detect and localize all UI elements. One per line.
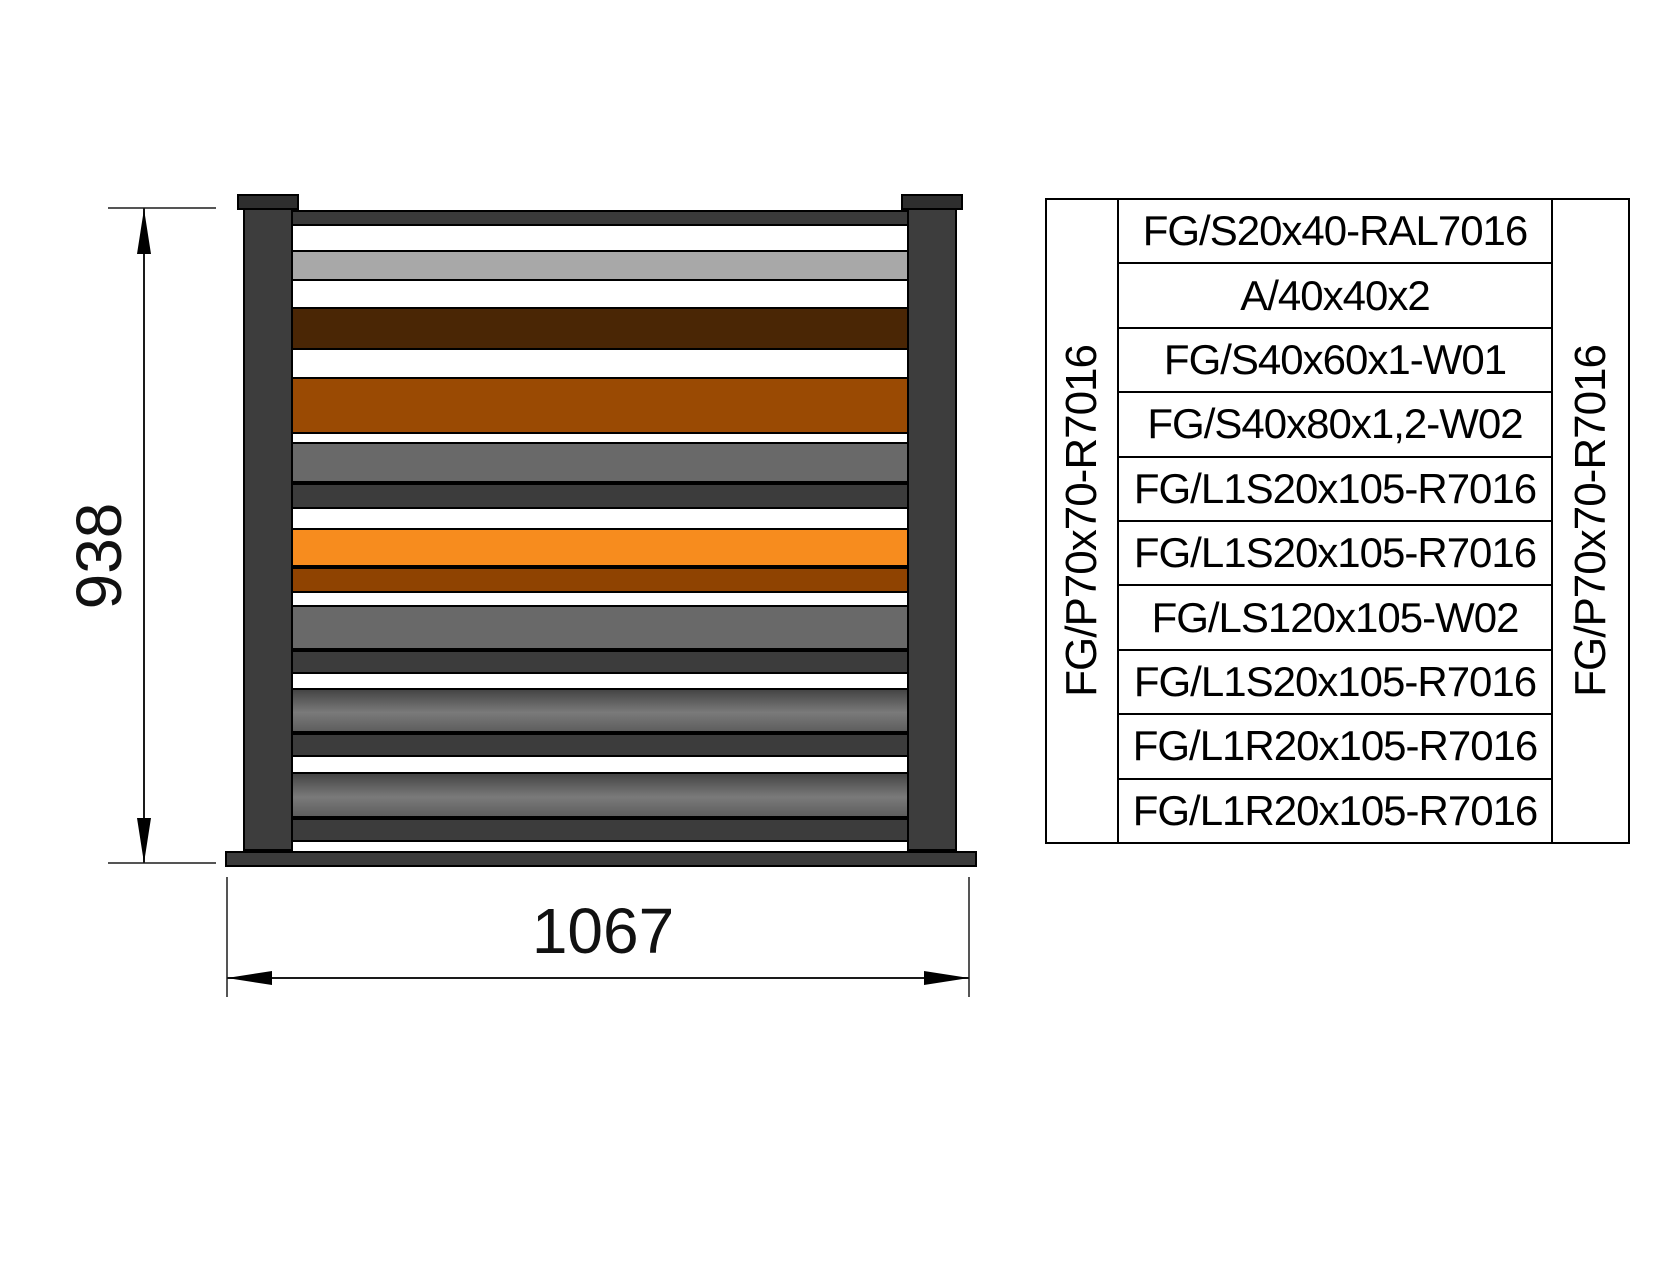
- fence-post-right: [907, 196, 957, 851]
- rust-brown-slat: [291, 377, 909, 434]
- fence-post-left: [243, 196, 293, 851]
- extension-line-top: [108, 207, 216, 209]
- dark-brown-slat: [291, 307, 909, 350]
- extension-line-left: [226, 877, 228, 997]
- dark-gray-slat: [291, 650, 909, 674]
- part-code: FG/L1S20x105-R7016: [1133, 464, 1537, 512]
- orange-slat: [291, 528, 909, 567]
- table-row: FG/L1S20x105-R7016: [1119, 522, 1551, 587]
- height-dimension-label: 938: [63, 502, 135, 610]
- table-row: FG/S40x60x1-W01: [1119, 329, 1551, 394]
- part-code: FG/S20x40-RAL7016: [1142, 207, 1529, 255]
- table-row: FG/L1R20x105-R7016: [1119, 715, 1551, 780]
- dark-rust-slat: [291, 567, 909, 593]
- dark-gray-slat: [291, 483, 909, 509]
- table-row: FG/L1R20x105-R7016: [1119, 780, 1551, 842]
- dark-gray-slat: [291, 733, 909, 757]
- table-row: FG/LS120x105-W02: [1119, 586, 1551, 651]
- post-part-code-left: FG/P70x70-R7016: [1057, 345, 1106, 697]
- part-code: FG/L1R20x105-R7016: [1132, 786, 1539, 834]
- table-row: FG/S40x80x1,2-W02: [1119, 393, 1551, 458]
- fence-top-rail: [243, 210, 957, 226]
- part-code: FG/L1R20x105-R7016: [1132, 722, 1539, 770]
- table-post-cell-right: FG/P70x70-R7016: [1551, 200, 1628, 842]
- dim-arrow-up-icon: [137, 209, 151, 254]
- table-row: FG/S20x40-RAL7016: [1119, 200, 1551, 265]
- width-dimension-label: 1067: [531, 895, 675, 967]
- part-code: A/40x40x2: [1240, 271, 1430, 319]
- table-row: A/40x40x2: [1119, 264, 1551, 329]
- table-row: FG/L1S20x105-R7016: [1119, 651, 1551, 716]
- part-code: FG/LS120x105-W02: [1151, 593, 1520, 641]
- gray-slat: [291, 605, 909, 650]
- dim-arrow-left-icon: [227, 971, 272, 985]
- post-part-code-right: FG/P70x70-R7016: [1565, 345, 1615, 697]
- extension-line-bottom: [108, 862, 216, 864]
- gradient-gray-slat: [291, 772, 909, 818]
- dim-arrow-right-icon: [924, 971, 969, 985]
- gray-slat: [291, 442, 909, 483]
- table-row: FG/L1S20x105-R7016: [1119, 458, 1551, 523]
- part-code: FG/L1S20x105-R7016: [1133, 529, 1537, 577]
- part-code: FG/L1S20x105-R7016: [1133, 658, 1537, 706]
- fence-base-plate: [225, 851, 977, 867]
- extension-line-right: [968, 877, 970, 997]
- part-code: FG/S40x80x1,2-W02: [1147, 400, 1523, 448]
- dimension-line-horizontal: [227, 977, 969, 979]
- fence-post-cap-left: [237, 194, 299, 210]
- fence-post-cap-right: [901, 194, 963, 210]
- dark-gray-slat: [291, 818, 909, 842]
- table-post-cell-left: FG/P70x70-R7016: [1047, 200, 1119, 842]
- dim-arrow-down-icon: [137, 818, 151, 863]
- light-gray-slat: [291, 250, 909, 281]
- dimension-line-vertical: [143, 208, 145, 863]
- gradient-gray-slat: [291, 688, 909, 733]
- part-code: FG/S40x60x1-W01: [1163, 336, 1507, 384]
